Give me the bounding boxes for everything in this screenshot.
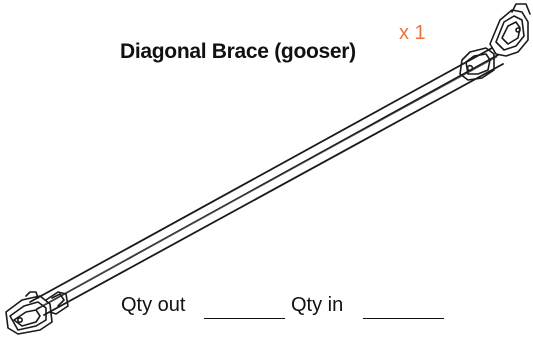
top-right-end-clamp — [459, 3, 531, 81]
part-title: Diagonal Brace (gooser) — [120, 40, 356, 63]
bottom-left-end-clamp — [5, 291, 69, 335]
qty-out-label: Qty out — [121, 294, 186, 316]
qty-in-label: Qty in — [291, 294, 344, 316]
qty-in-blank[interactable] — [363, 318, 444, 319]
brace-tube — [29, 47, 504, 316]
quantity-multiplier: x 1 — [399, 22, 426, 44]
qty-out-blank[interactable] — [204, 318, 285, 319]
